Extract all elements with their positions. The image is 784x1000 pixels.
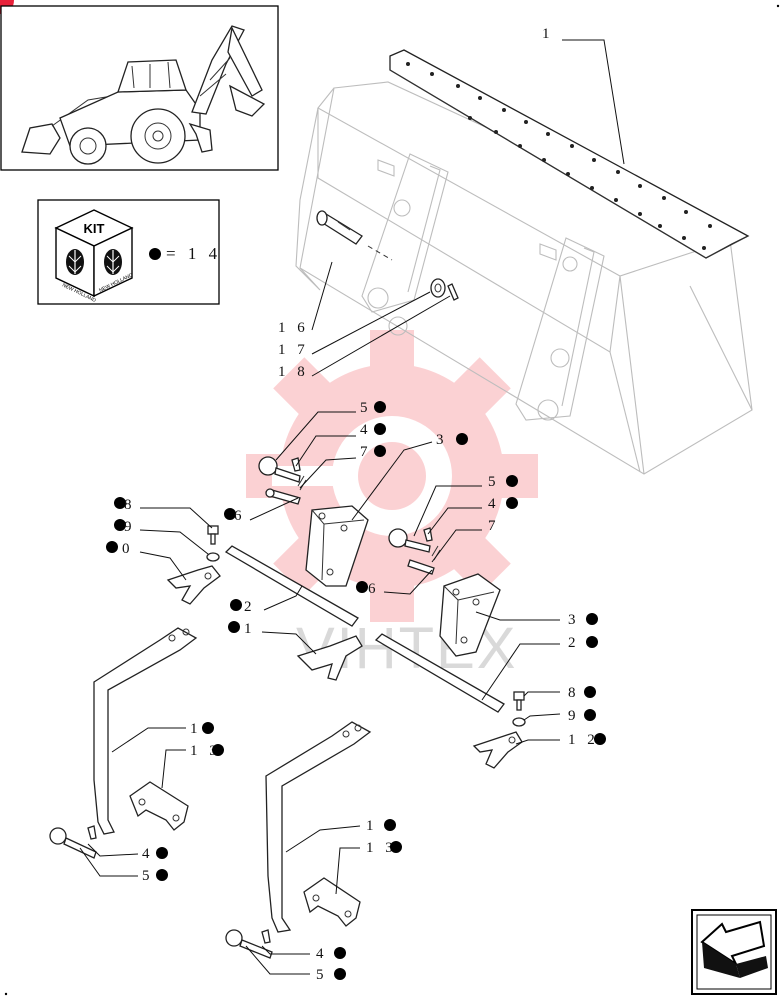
fork-tine-left [93, 627, 198, 835]
callout-1: 1 [244, 621, 256, 637]
retainer-clip-middle [296, 635, 363, 681]
kit-cube-icon: KIT NEW HOLLAND NEW HOLLAND [54, 209, 134, 304]
callout-13: 1 3 [366, 840, 397, 856]
callout-2: 2 [568, 635, 580, 651]
callout-4: 4 [488, 496, 500, 512]
leader-lines [79, 39, 625, 975]
callout-4: 4 [142, 846, 154, 862]
cross-shaft-lower [374, 633, 505, 713]
callout-8: 8 [124, 497, 136, 513]
backhoe-loader-thumbnail [0, 5, 279, 171]
lynch-pin-lower-right [225, 929, 273, 959]
lynch-pin-lower-left [49, 825, 97, 859]
callout-7: 7 [488, 518, 500, 534]
callout-3: 3 [568, 612, 580, 628]
corner-dot [4, 992, 8, 996]
callout-labels: 1 1 6 1 7 1 8 5 4 7 3 6 8 9 0 5 4 7 6 2 … [106, 26, 606, 983]
kit-dot [390, 841, 402, 853]
kit-dot [114, 519, 126, 531]
kit-legend: KIT NEW HOLLAND NEW HOLLAND = 1 4 [37, 199, 221, 305]
callout-6: 6 [234, 508, 246, 524]
callout-11: 1 [190, 721, 202, 737]
callout-11: 1 [366, 818, 378, 834]
kit-dot [114, 497, 126, 509]
kit-dot [202, 722, 214, 734]
cutting-edge-plate [389, 49, 750, 259]
kit-dot [334, 947, 346, 959]
kit-dot [506, 475, 518, 487]
kit-dot [224, 508, 236, 520]
kit-label: KIT [84, 221, 105, 236]
kit-dot [356, 581, 368, 593]
bucket-pin-assembly [316, 210, 459, 301]
kit-dot [584, 686, 596, 698]
callout-10: 0 [122, 541, 134, 557]
corner-dot [776, 4, 780, 8]
callout-7: 7 [360, 444, 372, 460]
cross-shaft-upper [224, 545, 359, 627]
link-bracket-right [303, 877, 361, 927]
kit-dot [374, 401, 386, 413]
kit-dot [156, 869, 168, 881]
tine-bracket-left [305, 505, 369, 587]
kit-dot [334, 968, 346, 980]
lynch-pin-right [388, 527, 441, 575]
callout-2: 2 [244, 599, 256, 615]
kit-dot [212, 744, 224, 756]
callout-5: 5 [360, 400, 372, 416]
kit-dot [156, 847, 168, 859]
kit-dot [586, 613, 598, 625]
callout-4: 4 [360, 422, 372, 438]
callout-6: 6 [368, 581, 380, 597]
kit-dot [586, 636, 598, 648]
callout-18: 1 8 [278, 364, 309, 380]
callout-12: 1 2 [568, 732, 599, 748]
callout-9: 9 [124, 519, 136, 535]
kit-dot [506, 497, 518, 509]
kit-dot [106, 541, 118, 553]
callout-3: 3 [436, 432, 448, 448]
callout-8: 8 [568, 685, 580, 701]
kit-dot [456, 433, 468, 445]
kit-dot [594, 733, 606, 745]
callout-5: 5 [488, 474, 500, 490]
kit-dot [228, 621, 240, 633]
callout-4: 4 [316, 946, 328, 962]
loader-bucket [295, 81, 753, 475]
callout-13: 1 3 [190, 743, 221, 759]
bolt-washer-left [166, 525, 221, 605]
callout-16: 1 6 [278, 320, 309, 336]
next-page-arrow-icon[interactable] [691, 909, 777, 995]
callout-5: 5 [316, 967, 328, 983]
link-bracket-left [129, 781, 189, 831]
callout-17: 1 7 [278, 342, 309, 358]
tine-bracket-right [439, 573, 501, 657]
kit-bullet [149, 248, 161, 260]
fork-tine-right [265, 721, 372, 933]
kit-dot [584, 709, 596, 721]
kit-dot [374, 423, 386, 435]
kit-dot [374, 445, 386, 457]
kit-dot [230, 599, 242, 611]
callout-9: 9 [568, 708, 580, 724]
callout-1: 1 [542, 26, 554, 42]
kit-equals-label: = 1 4 [166, 244, 221, 263]
callout-5: 5 [142, 868, 154, 884]
kit-dot [384, 819, 396, 831]
